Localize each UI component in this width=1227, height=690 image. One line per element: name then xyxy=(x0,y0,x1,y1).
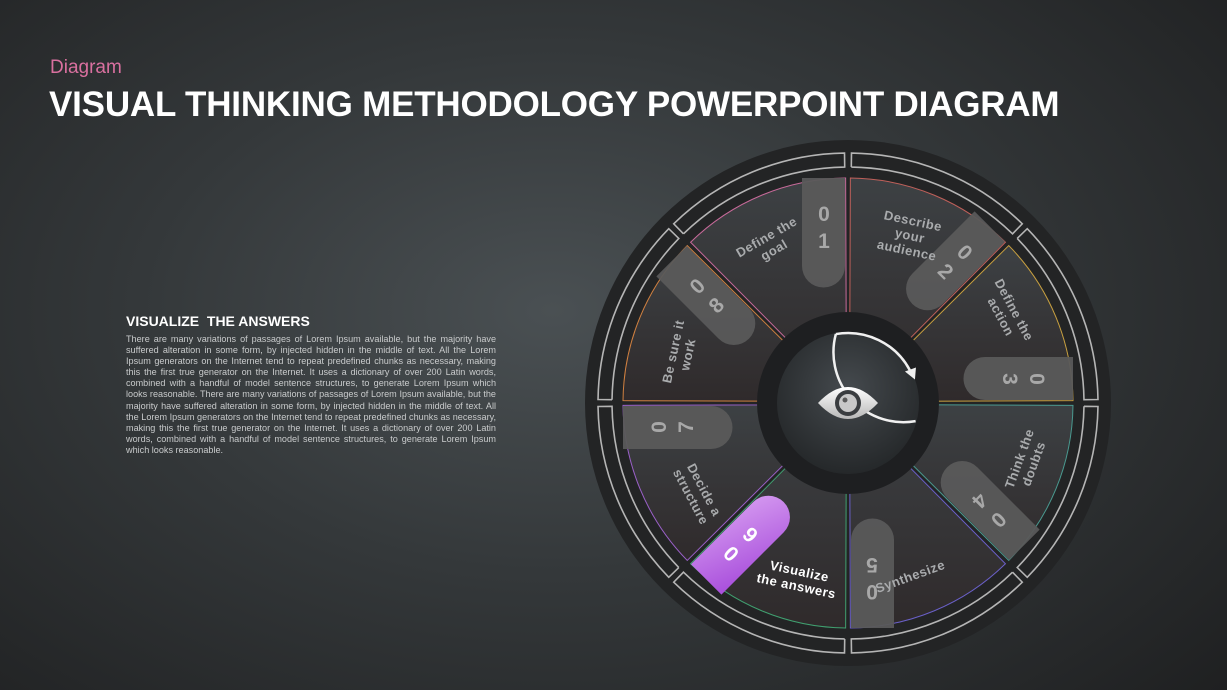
badge-shape xyxy=(623,406,733,449)
outer-ring-segment xyxy=(672,152,846,235)
badge-shape xyxy=(963,357,1073,400)
cycle-arrow-arc xyxy=(835,331,911,371)
badge-shape xyxy=(851,518,894,628)
step-badge-02: 02 xyxy=(906,211,1005,311)
category-label: Diagram xyxy=(50,57,122,78)
section-heading: VISUALIZE THE ANSWERS xyxy=(126,313,310,329)
eye-icon xyxy=(818,387,878,419)
badge-digit: 7 xyxy=(675,421,698,433)
step-badge-01: 01 xyxy=(802,178,845,288)
outer-ring-segment xyxy=(672,571,846,654)
badge-digit: 5 xyxy=(866,553,878,576)
step-label-line: your xyxy=(894,225,927,246)
badge-shape xyxy=(691,495,790,595)
outer-ring-segment xyxy=(1016,405,1099,579)
eye-glint xyxy=(842,397,848,403)
badge-digit: 3 xyxy=(998,373,1021,385)
badge-digit: 0 xyxy=(1025,373,1048,385)
page-title: VISUAL THINKING METHODOLOGY POWERPOINT D… xyxy=(49,85,1060,124)
body-paragraph: There are many variations of passages of… xyxy=(126,334,496,455)
eye-pupil xyxy=(839,394,857,412)
step-badge-03: 03 xyxy=(963,357,1073,400)
step-badge-04: 04 xyxy=(940,461,1040,560)
outer-ring-segment xyxy=(597,405,680,579)
badge-shape xyxy=(940,461,1040,560)
badge-digit: 1 xyxy=(818,230,830,253)
badge-shape xyxy=(802,178,845,288)
outer-ring-segment xyxy=(850,571,1024,654)
step-badge-05: 05 xyxy=(851,518,894,628)
step-badge-06: 06 xyxy=(691,495,790,595)
circular-arrow-icon xyxy=(904,367,916,380)
outer-ring-segment xyxy=(1016,227,1099,401)
step-badge-08: 08 xyxy=(656,246,756,345)
badge-digit: 0 xyxy=(648,421,671,433)
badge-digit: 0 xyxy=(818,203,830,226)
badge-digit: 0 xyxy=(866,580,878,603)
outer-ring-segment xyxy=(850,152,1024,235)
outer-ring-segment xyxy=(597,227,680,401)
step-label-line: work xyxy=(677,337,699,373)
badge-shape xyxy=(906,211,1005,311)
badge-shape xyxy=(656,246,756,345)
